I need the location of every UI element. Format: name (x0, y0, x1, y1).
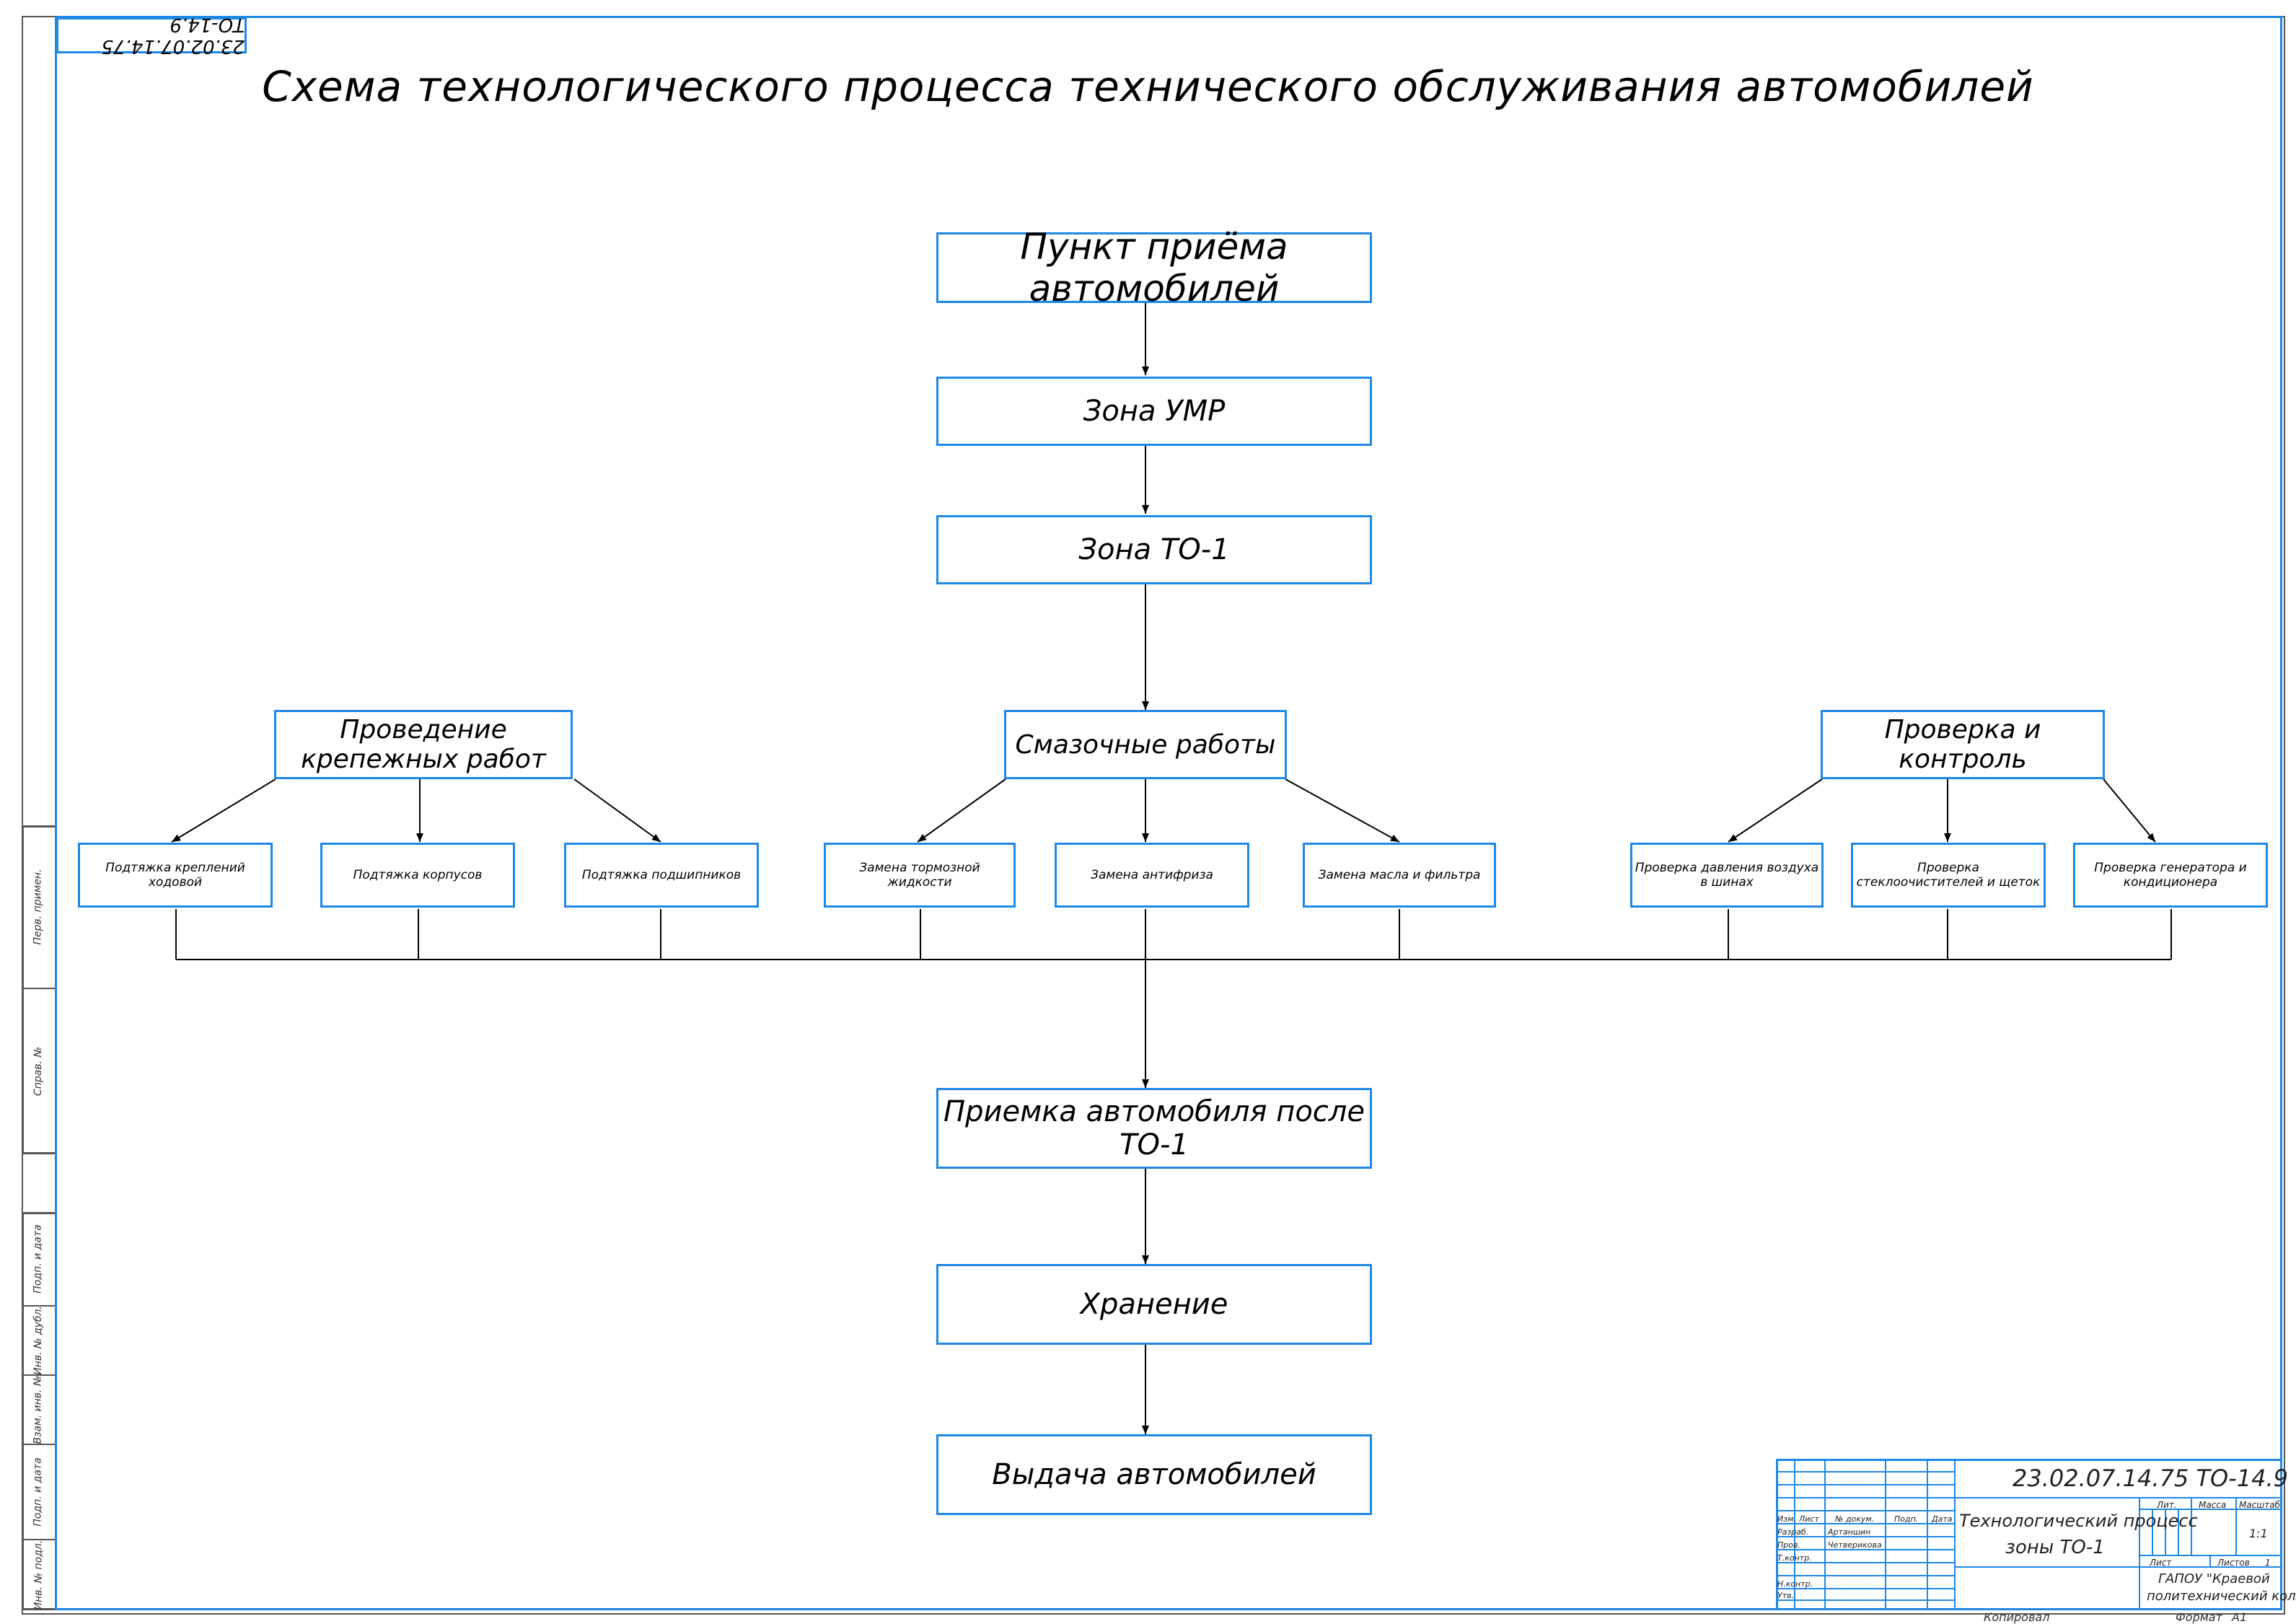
arrow-fastening-op3 (573, 778, 661, 843)
tb-col-izm: Изм. (1777, 1514, 1796, 1524)
tb-row-razrab: Разраб. (1777, 1527, 1809, 1537)
arrow-lubrication-op6 (1285, 778, 1400, 843)
tb-org-1: ГАПОУ "Краевой (2158, 1571, 2270, 1586)
tb-masshtab: Масштаб (2239, 1500, 2281, 1510)
node-storage: Хранение (936, 1264, 1372, 1345)
node-op-tire-pressure: Проверка давления воздуха в шинах (1630, 843, 1824, 908)
footer-format: Формат (2176, 1610, 2222, 1624)
tb-sheets-value: 1 (2265, 1558, 2271, 1568)
node-op-bearings: Подтяжка подшипников (564, 843, 759, 908)
tb-sheet: Лист (2150, 1558, 2172, 1568)
side-box-lower (22, 1212, 55, 1610)
footer-format-value: А1 (2232, 1610, 2248, 1624)
node-op-wipers: Проверка стеклоочистителей и щеток (1851, 843, 2046, 908)
node-cat-control: Проверка и контроль (1821, 710, 2105, 779)
node-op-antifreeze: Замена антифриза (1055, 843, 1249, 908)
arrow-control-op9 (2103, 778, 2156, 843)
arrow-fastening-op1 (171, 778, 276, 843)
tb-doc-title-1: Технологический процесс (1959, 1511, 2198, 1531)
tb-doc-code: 23.02.07.14.75 ТО-14.9 (2013, 1465, 2288, 1492)
top-stamp: 23.02.07.14.75 ТО-14.9 (56, 14, 247, 57)
tb-row-nkontr: Н.контр. (1777, 1579, 1813, 1589)
node-op-oil-filter: Замена масла и фильтра (1303, 843, 1496, 908)
node-cat-fastening: Проведение крепежных работ (274, 710, 573, 779)
tb-scale-value: 1:1 (2249, 1527, 2268, 1540)
tb-col-sign: Подп. (1894, 1514, 1919, 1524)
arrow-control-op7 (1728, 778, 1823, 843)
tb-lit: Лит. (2157, 1500, 2177, 1510)
tb-row-utv: Утв. (1777, 1591, 1795, 1600)
tb-name-prov: Четверикова (1828, 1540, 1882, 1550)
tb-row-tkontr: Т.контр. (1777, 1553, 1812, 1563)
node-acceptance: Приемка автомобиля после ТО-1 (936, 1088, 1372, 1169)
node-cat-lubrication: Смазочные работы (1004, 710, 1287, 779)
node-op-housings: Подтяжка корпусов (320, 843, 515, 908)
tb-massa: Масса (2199, 1500, 2227, 1510)
node-op-brake-fluid: Замена тормозной жидкости (824, 843, 1016, 908)
side-box-upper (22, 825, 55, 1154)
node-issue: Выдача автомобилей (936, 1434, 1372, 1515)
tb-name-razrab: Артаншин (1828, 1527, 1871, 1537)
tb-col-date: Дата (1932, 1514, 1953, 1524)
title-block (1776, 1459, 2282, 1610)
diagram-title: Схема технологического процесса техничес… (262, 62, 2034, 111)
tb-org-2: политехнический колледж" (2147, 1589, 2296, 1604)
tb-sheets: Листов (2217, 1558, 2250, 1568)
node-umr: Зона УМР (936, 377, 1372, 446)
tb-row-prov: Пров. (1777, 1540, 1800, 1550)
footer-copied: Копировал (1984, 1610, 2050, 1624)
drawing-frame (55, 16, 2282, 1610)
node-reception: Пункт приёма автомобилей (936, 226, 1372, 310)
tb-col-list: Лист (1799, 1514, 1819, 1524)
arrow-lubrication-op4 (917, 778, 1006, 843)
node-to1: Зона ТО-1 (936, 515, 1372, 584)
tb-doc-title-2: зоны ТО-1 (2005, 1537, 2105, 1558)
node-op-generator: Проверка генератора и кондиционера (2073, 843, 2268, 908)
tb-col-docnum: № докум. (1835, 1514, 1875, 1524)
node-op-chassis-fasteners: Подтяжка креплений ходовой (78, 843, 273, 908)
